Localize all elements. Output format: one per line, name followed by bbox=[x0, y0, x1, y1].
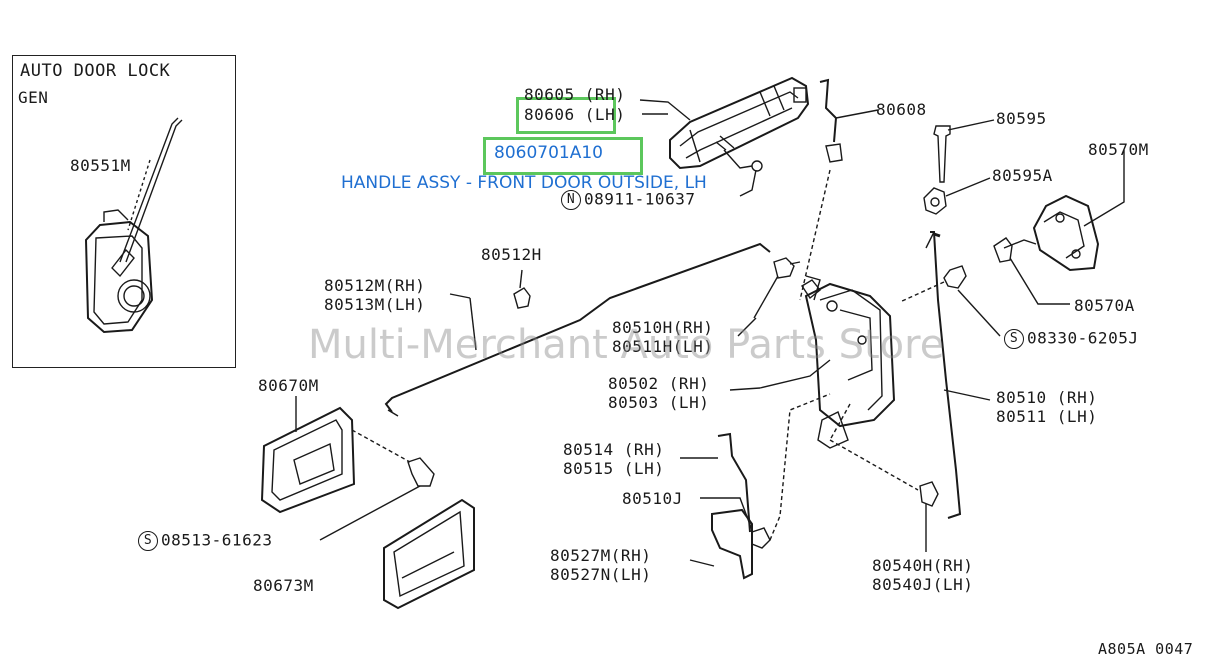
bolt-08330 bbox=[899, 265, 1001, 337]
highlight-part-number[interactable]: 8060701A10 bbox=[494, 143, 603, 163]
inside-handle-80670M bbox=[260, 396, 411, 514]
part-label-80527M[interactable]: 80527M(RH) bbox=[550, 546, 652, 565]
rod-80514 bbox=[680, 432, 751, 533]
s-prefix-circle: S bbox=[1004, 329, 1024, 349]
part-label-08330-text: 08330-6205J bbox=[1027, 328, 1139, 348]
part-label-80570A[interactable]: 80570A bbox=[1074, 296, 1135, 315]
part-label-80608[interactable]: 80608 bbox=[876, 100, 927, 119]
part-label-80540J[interactable]: 80540J(LH) bbox=[872, 575, 974, 594]
part-label-80502[interactable]: 80502 (RH) bbox=[608, 374, 710, 393]
outside-handle bbox=[669, 76, 810, 172]
part-label-80551M[interactable]: 80551M bbox=[70, 156, 131, 175]
n-prefix-circle: N bbox=[561, 190, 581, 210]
auto-door-lock-inset bbox=[12, 55, 236, 368]
part-label-80540H[interactable]: 80540H(RH) bbox=[872, 556, 974, 575]
inset-subtitle: GEN bbox=[18, 88, 49, 107]
part-label-80595A[interactable]: 80595A bbox=[992, 166, 1053, 185]
clip-80510J bbox=[700, 497, 771, 549]
bolt-80595 bbox=[933, 119, 995, 183]
door-lock-assembly bbox=[759, 275, 896, 449]
part-label-80510J[interactable]: 80510J bbox=[622, 489, 683, 508]
part-label-80512M[interactable]: 80512M(RH) bbox=[324, 276, 426, 295]
highlight-box-80606 bbox=[516, 97, 616, 134]
nut-80595A bbox=[923, 177, 991, 215]
part-label-08513-text: 08513-61623 bbox=[161, 530, 273, 550]
part-label-80595[interactable]: 80595 bbox=[996, 109, 1047, 128]
part-label-80510[interactable]: 80510 (RH) bbox=[996, 388, 1098, 407]
part-label-80512H[interactable]: 80512H bbox=[481, 245, 542, 264]
watermark: Multi-Merchant Auto Parts Store bbox=[308, 322, 945, 368]
part-label-80527N[interactable]: 80527N(LH) bbox=[550, 565, 652, 584]
part-label-80606[interactable]: 80606 (LH) bbox=[524, 105, 626, 124]
rod-80512M bbox=[384, 242, 771, 417]
s-prefix-circle: S bbox=[138, 531, 158, 551]
part-label-80503[interactable]: 80503 (LH) bbox=[608, 393, 710, 412]
part-label-80673M[interactable]: 80673M bbox=[253, 576, 314, 595]
part-label-80605[interactable]: 80605 (RH) bbox=[524, 85, 626, 104]
clip-80510H bbox=[753, 257, 801, 319]
clip-80512H bbox=[513, 269, 531, 309]
inset-title: AUTO DOOR LOCK bbox=[20, 61, 171, 81]
screw-08513 bbox=[319, 457, 435, 541]
dashed-leaders bbox=[769, 393, 851, 541]
part-label-80511H[interactable]: 80511H(LH) bbox=[612, 337, 714, 356]
part-label-80514[interactable]: 80514 (RH) bbox=[563, 440, 665, 459]
handle-rod bbox=[799, 78, 879, 301]
escutcheon-80673M bbox=[383, 498, 475, 610]
part-label-08911-text: 08911-10637 bbox=[584, 189, 696, 209]
leader-lines bbox=[449, 99, 761, 391]
bracket-80527M bbox=[689, 508, 753, 580]
clip-80540H bbox=[829, 439, 939, 552]
highlight-box-part-number bbox=[483, 137, 643, 175]
highlight-description: HANDLE ASSY - FRONT DOOR OUTSIDE, LH bbox=[341, 173, 707, 193]
part-label-80513M[interactable]: 80513M(LH) bbox=[324, 295, 426, 314]
part-label-80570M[interactable]: 80570M bbox=[1088, 140, 1149, 159]
diagram-code: A805A 0047 bbox=[1098, 640, 1194, 658]
part-label-80511[interactable]: 80511 (LH) bbox=[996, 407, 1098, 426]
striker-80570M bbox=[933, 150, 1125, 305]
part-label-80670M[interactable]: 80670M bbox=[258, 376, 319, 395]
part-label-80510H[interactable]: 80510H(RH) bbox=[612, 318, 714, 337]
lock-rod-80510 bbox=[925, 231, 991, 519]
auto-door-lock-actuator bbox=[84, 117, 183, 334]
part-label-80515[interactable]: 80515 (LH) bbox=[563, 459, 665, 478]
